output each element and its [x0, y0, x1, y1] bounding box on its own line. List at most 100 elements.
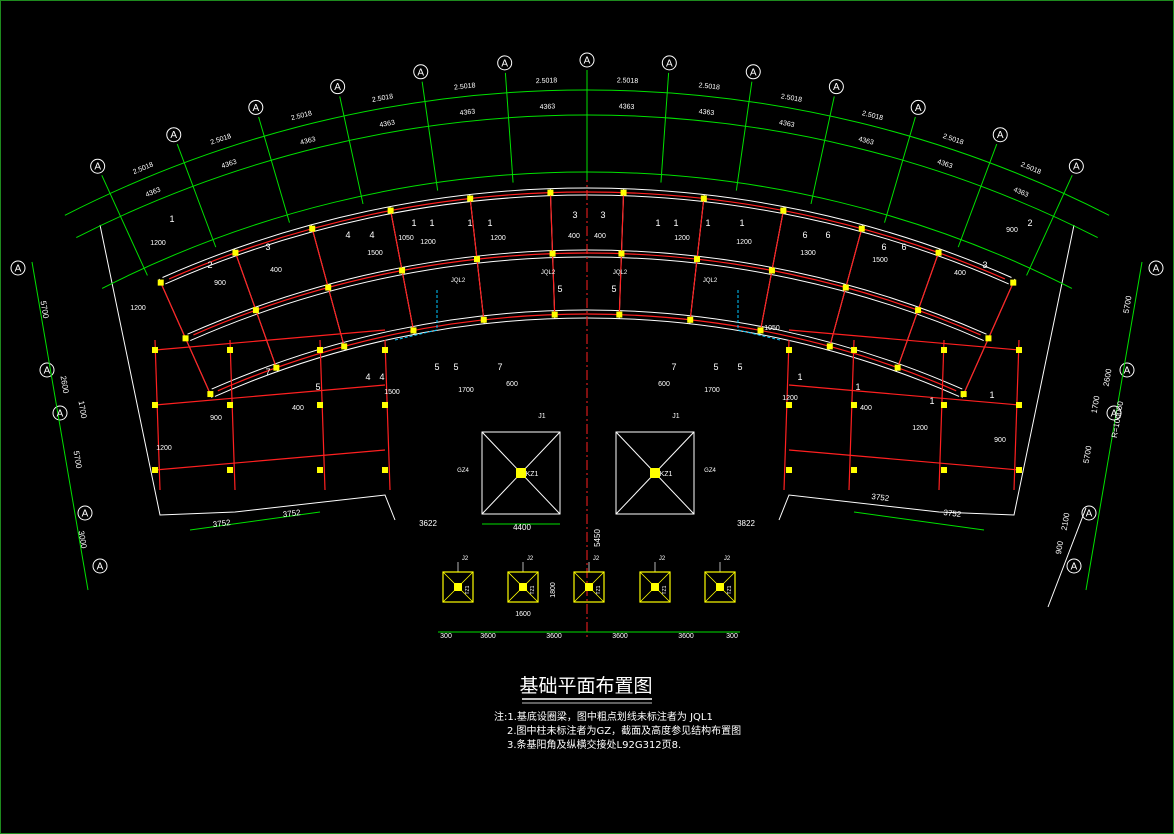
- beam-label: 1: [739, 218, 744, 228]
- column-mark: [985, 335, 992, 342]
- column-mark: [616, 311, 623, 318]
- br-inner-dim: 3822: [737, 519, 755, 528]
- bl-inner-dim: 3622: [419, 519, 437, 528]
- beam-label: 5: [713, 362, 718, 372]
- column-mark: [382, 402, 388, 408]
- arc-spacing-text: 4363: [540, 103, 556, 111]
- axis-label: A: [82, 509, 89, 520]
- axis-bubble: [413, 64, 429, 80]
- beam-lines: [154, 172, 1020, 640]
- column-mark: [207, 391, 214, 398]
- width-label: 1700: [704, 387, 720, 394]
- axis-label: A: [1111, 409, 1118, 420]
- axis-bubble-left: [92, 558, 108, 574]
- column-mark: [851, 347, 857, 353]
- width-label: 1200: [490, 235, 506, 242]
- tz-label: TZ1: [727, 585, 733, 594]
- jql-label: JQL2: [451, 278, 466, 284]
- tz-label: TZ1: [596, 585, 602, 594]
- axis-bubble-right: [1119, 362, 1135, 378]
- column-mark: [700, 195, 707, 202]
- drawing-title: 基础平面布置图: [519, 675, 652, 697]
- axis-line: [339, 96, 364, 205]
- beam-label: 3: [572, 210, 577, 220]
- axis-label: A: [1124, 366, 1131, 377]
- jql-label: JQL2: [541, 270, 556, 276]
- column-mark: [842, 284, 849, 291]
- axis-bubble: [90, 158, 106, 174]
- column-mark: [786, 467, 792, 473]
- left-dim-text: 1700: [76, 400, 88, 420]
- tz-label: TZ1: [465, 585, 471, 594]
- kz-footing: [615, 431, 695, 515]
- axis-bubble-right: [1106, 405, 1122, 421]
- column-marks: [152, 189, 1022, 603]
- right-dim-line: [1085, 261, 1143, 591]
- column-mark: [757, 327, 764, 334]
- axis-bubble: [828, 79, 844, 95]
- column-mark: [410, 327, 417, 334]
- wall-arc: [211, 309, 963, 390]
- outer-spacing-text: 2.5018: [132, 161, 155, 176]
- column-mark: [232, 249, 239, 256]
- gz-label: GZ4: [704, 468, 716, 474]
- beam-label: 1: [429, 218, 434, 228]
- tz-column: [519, 583, 527, 591]
- left-dim-text: 5700: [38, 300, 50, 320]
- tz-column: [454, 583, 462, 591]
- beam-label: 5: [737, 362, 742, 372]
- axis-line: [957, 143, 998, 248]
- axis-line: [1026, 175, 1073, 276]
- wing-beam-v: [848, 339, 855, 491]
- bl-dim-b: 3752: [282, 508, 301, 519]
- left-dim-text: 2600: [58, 375, 70, 395]
- axis-line: [884, 116, 916, 223]
- column-mark: [227, 467, 233, 473]
- column-mark: [826, 343, 833, 350]
- dimension-lines: [31, 70, 1143, 633]
- beam-label: 7: [497, 362, 502, 372]
- axis-bubble-left: [77, 505, 93, 521]
- kz-column: [516, 468, 526, 478]
- tz-spacing-text: 3600: [546, 633, 562, 640]
- column-mark: [399, 267, 406, 274]
- tz-footing: [639, 571, 671, 603]
- width-label: 1200: [736, 239, 752, 246]
- ring-beam-lines: [394, 290, 781, 341]
- cyan-beam: [394, 329, 438, 341]
- right-dim-text: 5700: [1122, 294, 1134, 314]
- arc-spacing-text: 4363: [698, 109, 714, 118]
- column-mark: [694, 256, 701, 263]
- width-label: 1500: [384, 389, 400, 396]
- axis-bubble-right: [1148, 260, 1164, 276]
- axis-line: [660, 72, 670, 183]
- column-mark: [915, 307, 922, 314]
- beam-label: 1: [467, 218, 472, 228]
- wall-arc: [162, 187, 1012, 278]
- beam-label: 4: [365, 372, 370, 382]
- cyan-beam: [737, 329, 781, 341]
- bl-dim-a: 3752: [212, 518, 231, 529]
- tz-spacing-text: 3600: [480, 633, 496, 640]
- column-mark: [960, 391, 967, 398]
- column-mark: [1010, 279, 1017, 286]
- axis-line: [101, 175, 148, 276]
- tz-footing: [507, 571, 539, 603]
- axis-line: [176, 143, 217, 248]
- width-label: 900: [994, 437, 1006, 444]
- column-mark: [317, 467, 323, 473]
- beam-label: 5: [557, 284, 562, 294]
- column-mark: [317, 347, 323, 353]
- axis-bubble: [992, 127, 1008, 143]
- column-mark: [152, 467, 158, 473]
- wing-beam-v: [938, 339, 945, 491]
- beam-label: 1: [797, 372, 802, 382]
- tz-column: [585, 583, 593, 591]
- arc-spacing-text: 4363: [221, 159, 238, 171]
- tz-end-right: 300: [726, 633, 738, 640]
- tz-label: TZ1: [662, 585, 668, 594]
- beam-label: 2: [1027, 218, 1032, 228]
- beam-label: 1: [929, 396, 934, 406]
- br-dim-a: 3752: [943, 508, 962, 519]
